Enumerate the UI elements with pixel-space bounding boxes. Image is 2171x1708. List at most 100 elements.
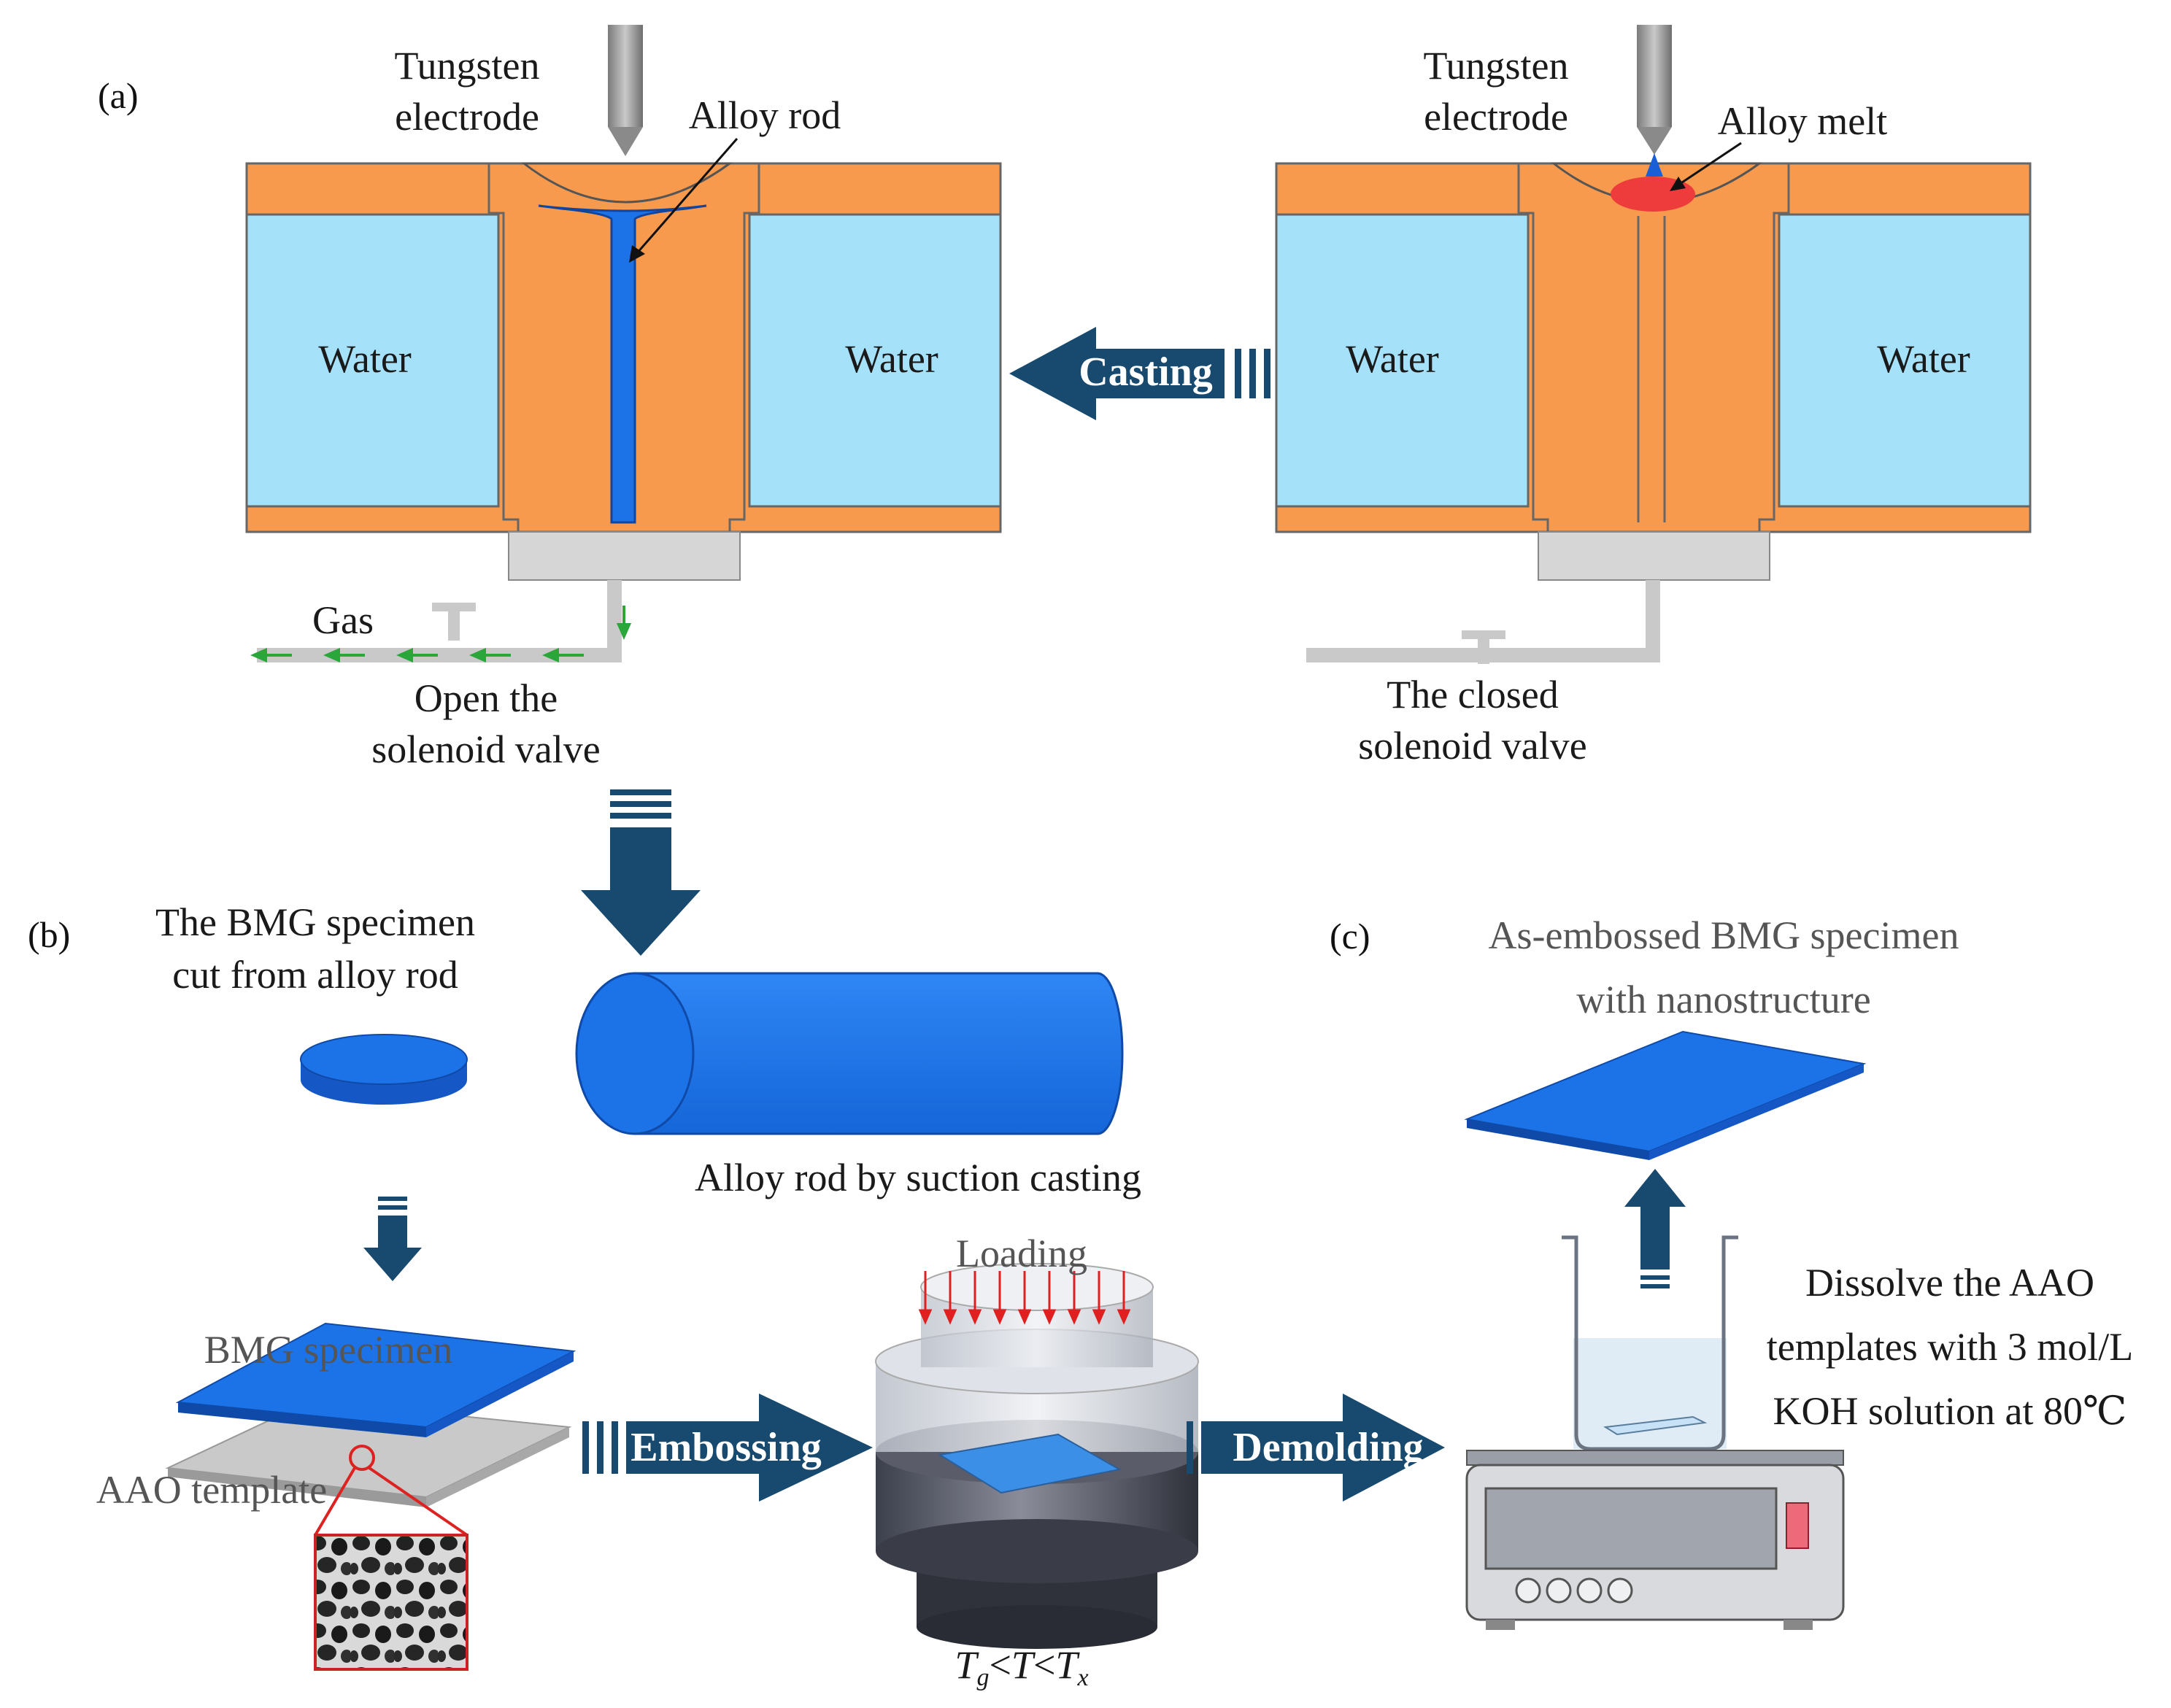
embossing-arrow-shape — [626, 1394, 873, 1502]
panel-label-b: (b) — [28, 914, 70, 955]
specimen-caption-1: The BMG specimen — [155, 900, 475, 944]
bmg-plate-edge — [178, 1402, 426, 1437]
water-chamber-right-a — [1275, 213, 1530, 508]
bmg-plate-side — [426, 1351, 574, 1437]
electrode-label-right-1: Tungsten — [1423, 44, 1568, 88]
closed-valve-label-2: solenoid valve — [1358, 724, 1586, 768]
down-arrow-small — [363, 1197, 422, 1281]
dissolve-label-1: Dissolve the AAO — [1805, 1261, 2094, 1305]
hotplate-top — [1466, 1450, 1844, 1466]
aao-template-label: AAO template — [96, 1468, 327, 1512]
valve-stem-open — [448, 611, 460, 641]
panel-label-a: (a) — [98, 75, 139, 116]
hotplate-knob-3 — [1576, 1577, 1603, 1604]
water-chamber-left-a — [245, 213, 500, 508]
valve-stem-closed — [1478, 639, 1489, 664]
casting-arrow-tick-2 — [1249, 349, 1256, 398]
magnifier-line-right — [368, 1467, 468, 1537]
specimen-in-press — [938, 1433, 1122, 1494]
up-arrow-shape — [1624, 1169, 1686, 1270]
mold-left — [245, 162, 1002, 581]
hotplate-knob-2 — [1546, 1577, 1572, 1604]
electrode-right — [1637, 25, 1672, 177]
open-valve-label-2: solenoid valve — [371, 727, 600, 771]
down-arrow-main-shape — [581, 827, 701, 956]
gas-line — [250, 580, 632, 663]
aao-template-side — [426, 1427, 569, 1507]
melt-leader-arrowhead — [1670, 177, 1686, 191]
beaker-setup — [1465, 1235, 1845, 1630]
rod-caption: Alloy rod by suction casting — [695, 1156, 1141, 1199]
electrode-left — [608, 25, 643, 156]
hotplate-display — [1484, 1487, 1778, 1570]
hot-press — [875, 1263, 1199, 1649]
specimen-caption-2: cut from alloy rod — [172, 953, 458, 997]
dissolve-label-3: KOH solution at 80℃ — [1773, 1389, 2127, 1433]
electrode-label-left-1: Tungsten — [394, 44, 539, 88]
open-valve-label-1: Open the — [414, 676, 558, 720]
aao-magnified — [314, 1445, 468, 1671]
casting-arrow-shape — [1009, 327, 1225, 420]
hotplate-foot-right — [1784, 1620, 1813, 1630]
template-in-beaker — [1603, 1415, 1708, 1436]
water-label-rb: Water — [1877, 337, 1970, 381]
mold-channel-right — [1637, 216, 1666, 522]
beaker — [1562, 1235, 1738, 1451]
mold-insert-outline-left — [487, 163, 760, 531]
loading-arrows — [918, 1271, 1131, 1325]
embossed-caption-2: with nanostructure — [1576, 978, 1870, 1021]
hotplate-foot-left — [1486, 1620, 1515, 1630]
electrode-label-left-2: electrode — [395, 95, 539, 139]
hotplate-knob-1 — [1515, 1577, 1541, 1604]
up-arrow — [1624, 1169, 1686, 1288]
closed-gas-line — [1306, 580, 1660, 664]
disc-top — [300, 1034, 468, 1085]
water-chamber-right-b — [1778, 213, 2032, 508]
base-plate-right — [1538, 531, 1770, 581]
embossed-caption-1: As-embossed BMG specimen — [1489, 913, 1959, 957]
mold-right — [1275, 162, 2032, 581]
magnifier-circle — [349, 1445, 375, 1471]
water-label-la: Water — [318, 337, 412, 381]
casting-arrow — [1009, 327, 1270, 420]
hotplate-switch — [1786, 1502, 1809, 1549]
hotplate-knob-4 — [1607, 1577, 1633, 1604]
rod-body — [633, 972, 1124, 1135]
tungsten-rod-left — [608, 25, 643, 127]
electrode-tip-right — [1637, 127, 1672, 155]
gas-flow-arrows — [250, 606, 632, 663]
embossing-arrow — [582, 1394, 873, 1502]
electrode-label-right-2: electrode — [1424, 95, 1568, 139]
melt-leader — [1675, 142, 1742, 188]
crucible-left — [520, 162, 733, 204]
casting-arrow-tick-1 — [1235, 349, 1241, 398]
bmg-disc — [300, 1034, 468, 1105]
valve-handle-open — [432, 603, 476, 611]
casting-arrow-tick-3 — [1264, 349, 1270, 398]
gas-pipe — [257, 580, 622, 662]
aao-pore-image — [314, 1534, 468, 1671]
gas-label: Gas — [312, 598, 374, 642]
loading-label: Loading — [956, 1232, 1087, 1275]
demolding-arrow — [1187, 1394, 1445, 1502]
dissolve-label-2: templates with 3 mol/L — [1767, 1325, 2133, 1369]
mold-insert-outline-right — [1517, 163, 1790, 531]
arc-flame — [1646, 153, 1663, 177]
rod-leader-arrowhead — [629, 245, 645, 263]
temperature-condition: Tg<T<Tx — [955, 1643, 1088, 1691]
water-label-lb: Water — [845, 337, 938, 381]
embossing-label: Embossing — [631, 1425, 821, 1470]
embossed-plate — [1464, 1030, 1867, 1160]
rod-leader — [635, 138, 739, 255]
casting-label: Casting — [1079, 349, 1213, 395]
tungsten-rod-right — [1637, 25, 1672, 127]
demolding-label: Demolding — [1233, 1425, 1423, 1470]
magnifier-line-left — [314, 1467, 356, 1537]
rod-end-face — [575, 972, 695, 1135]
alloy-rod-cast — [538, 204, 707, 524]
bmg-specimen-label: BMG specimen — [204, 1328, 452, 1372]
alloy-rod-cylinder — [575, 972, 1124, 1135]
gas-pipe-closed — [1306, 580, 1660, 662]
